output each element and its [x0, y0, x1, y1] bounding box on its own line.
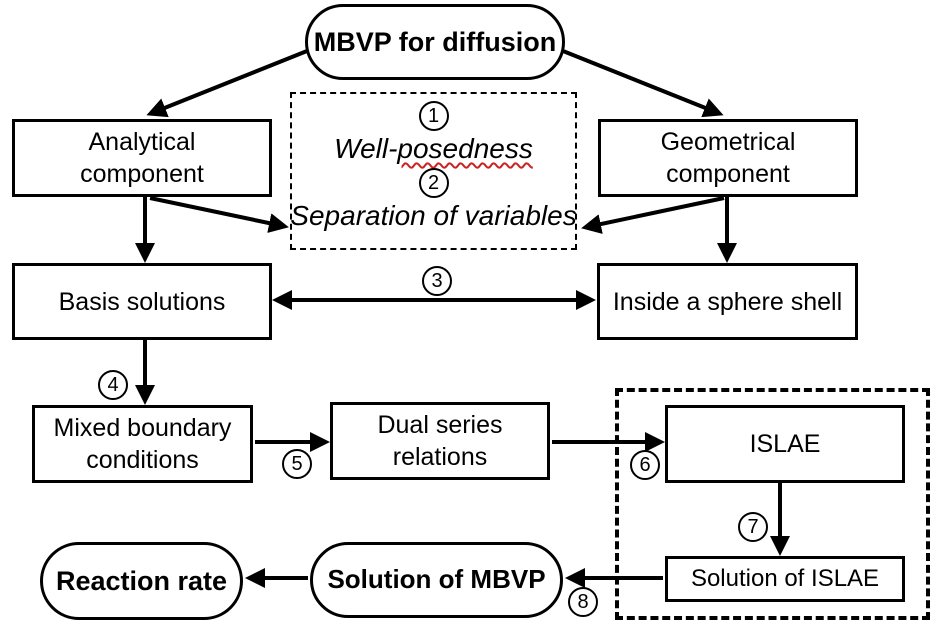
node-solution-of-islae: Solution of ISLAE	[665, 556, 905, 602]
arrow-mbvp-to-geometrical	[557, 47, 724, 118]
method-dashed-panel: 1 Well-posedness 2 Separation of variabl…	[290, 92, 577, 250]
node-islae: ISLAE	[665, 405, 905, 483]
node-geometrical-component: Geometrical component	[598, 119, 858, 197]
node-mixed-boundary-conditions: Mixed boundary conditions	[32, 405, 253, 483]
step-badge-3: 3	[422, 266, 452, 296]
arrow-mbvp-to-analytical	[146, 47, 313, 118]
well-posedness-prefix: Well-	[334, 133, 398, 164]
step-badge-4: 4	[98, 370, 128, 400]
step-badge-2: 2	[418, 168, 449, 199]
node-dual-series-relations: Dual series relations	[330, 402, 550, 480]
node-inside-a-sphere-shell: Inside a sphere shell	[597, 263, 858, 340]
node-reaction-rate: Reaction rate	[40, 542, 243, 620]
well-posedness-label: Well-posedness	[334, 133, 533, 165]
step-badge-6: 6	[630, 450, 660, 480]
node-basis-solutions: Basis solutions	[12, 263, 272, 340]
step-badge-7: 7	[738, 512, 768, 542]
islae-dashed-group	[615, 388, 930, 620]
arrow-analytical-to-method-panel	[149, 196, 289, 233]
node-solution-of-mbvp: Solution of MBVP	[310, 542, 563, 618]
step-badge-8: 8	[568, 587, 598, 617]
step-badge-1: 1	[418, 101, 449, 131]
separation-of-variables-label: Separation of variables	[290, 200, 577, 232]
node-mbvp-for-diffusion: MBVP for diffusion	[305, 4, 565, 80]
node-analytical-component: Analytical component	[12, 119, 272, 197]
well-posedness-spellchecked-word: posedness	[397, 133, 533, 164]
step-badge-5: 5	[282, 449, 312, 479]
arrow-geometrical-to-method-panel	[581, 196, 725, 234]
